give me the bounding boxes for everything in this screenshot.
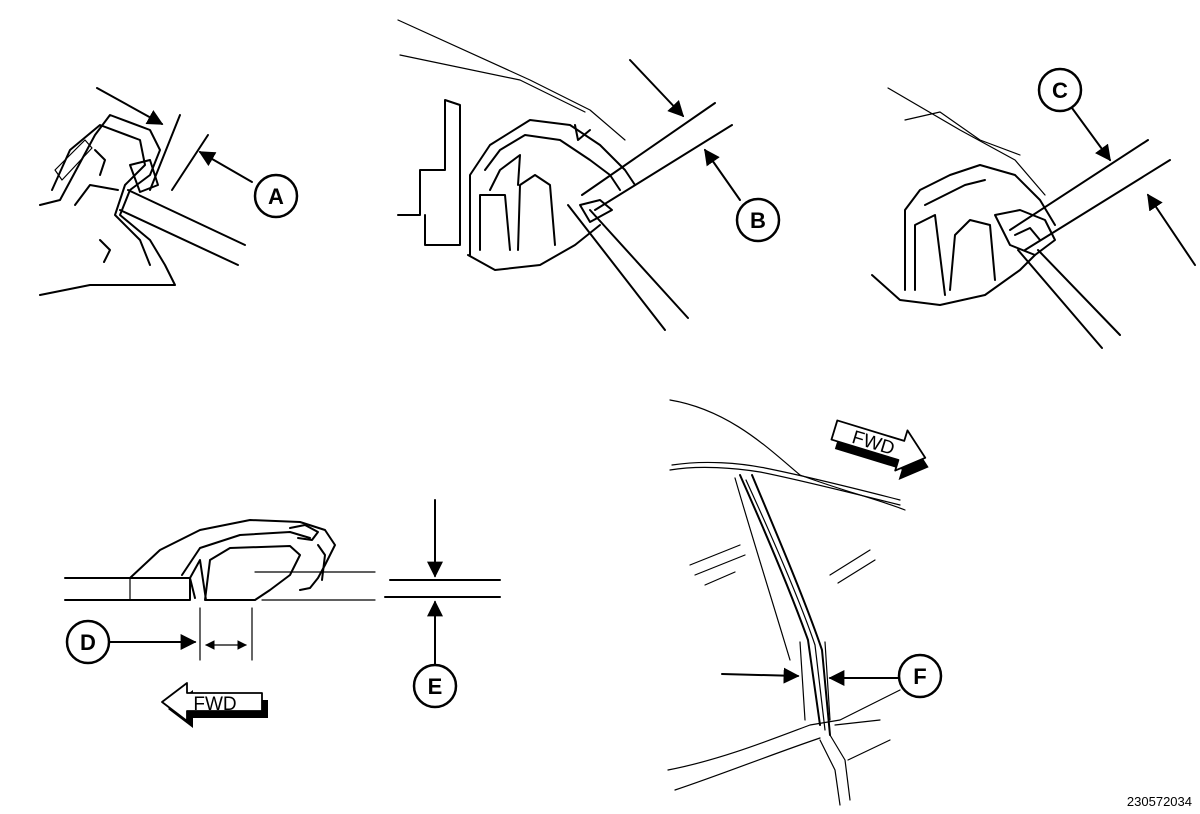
detail-d-e: D E FWD — [64, 499, 501, 728]
fwd-arrow-lower-left: FWD — [161, 682, 268, 728]
arrow-c-callout — [1071, 107, 1111, 162]
pillar-bracket-b — [397, 99, 461, 246]
arrow-b-callout — [704, 148, 741, 201]
callout-a-circle — [253, 173, 299, 219]
glass-panel-d — [64, 577, 191, 601]
glass-panel-a — [119, 189, 246, 266]
roof-line — [669, 399, 906, 511]
callout-d-circle — [65, 619, 111, 665]
glass-panel-c — [1009, 139, 1171, 349]
gap-line-a-1 — [149, 114, 181, 191]
seal-profile-d — [129, 519, 336, 601]
detail-c: C — [871, 67, 1196, 349]
callout-f-circle — [897, 653, 943, 699]
detail-b: B — [397, 19, 781, 331]
glass-panel-b — [567, 102, 733, 331]
callout-f-label: F — [913, 664, 926, 689]
window-glass-reflections — [689, 544, 876, 586]
body-panel-c — [887, 87, 1046, 196]
fwd-label-lower-left: FWD — [193, 694, 236, 715]
detail-a: A — [39, 87, 299, 296]
callout-c-circle — [1037, 67, 1083, 113]
callout-e-circle — [412, 663, 458, 709]
figure-number: 230572034 — [1127, 794, 1192, 809]
callout-a-label: A — [268, 184, 284, 209]
seal-profile-a — [39, 114, 176, 296]
fwd-arrow-upper-right: FWD — [830, 419, 929, 480]
detail-f: F FWD — [667, 399, 943, 806]
gap-line-f-right — [824, 641, 831, 721]
a-pillar-seal — [734, 474, 831, 736]
arrow-f-left — [721, 667, 800, 684]
arrow-c-lower — [1147, 193, 1196, 266]
door-lines — [667, 689, 901, 806]
callout-b-label: B — [750, 208, 766, 233]
body-panel-b — [397, 19, 626, 141]
callout-b-circle — [735, 197, 781, 243]
arrow-a-upper — [96, 87, 164, 125]
callout-e-label: E — [428, 674, 443, 699]
arrow-a-callout — [198, 151, 253, 183]
callout-c-label: C — [1052, 78, 1068, 103]
callout-d-label: D — [80, 630, 96, 655]
seal-profile-c — [871, 164, 1056, 306]
gap-line-a-2 — [171, 134, 209, 191]
arrow-b-upper — [629, 59, 685, 118]
gap-line-f-left — [799, 641, 806, 721]
seal-profile-b — [467, 119, 636, 271]
